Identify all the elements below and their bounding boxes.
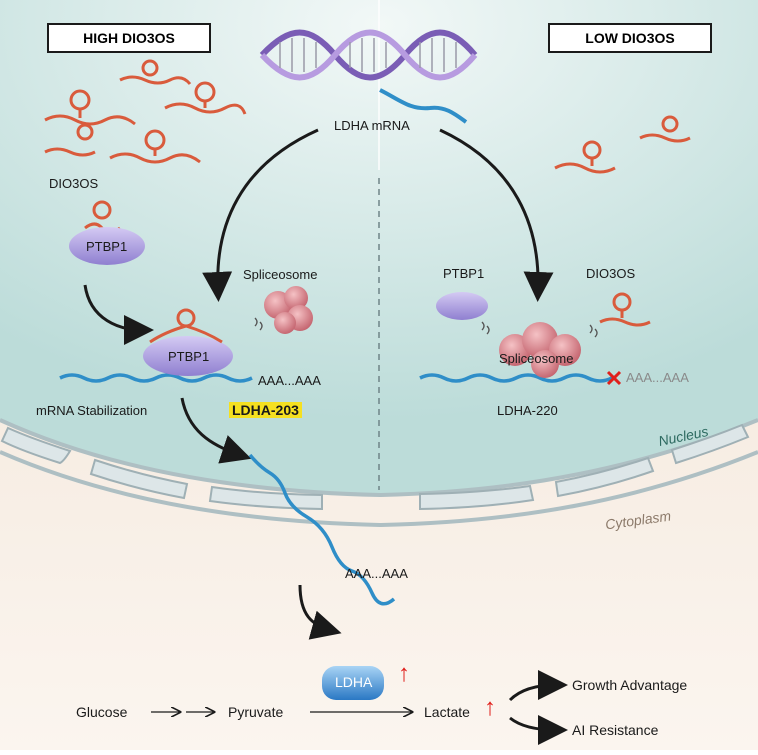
inner-envelope — [0, 450, 758, 528]
ptbp1-left-label: PTBP1 — [86, 239, 128, 254]
lactate-up-arrow: ↑ — [484, 694, 496, 721]
mrna-cytoplasm — [248, 453, 396, 606]
pyruvate-label: Pyruvate — [228, 704, 284, 720]
dio3os-right-label: DIO3OS — [586, 266, 636, 281]
ldha-mrna-label: LDHA mRNA — [334, 118, 410, 133]
ldha-203-label: LDHA-203 — [229, 402, 302, 418]
ptbp1-bound-blob — [143, 336, 233, 376]
arrow-mrna-low — [439, 128, 554, 302]
polya-right-label: AAA...AAA — [626, 370, 689, 385]
ldha-220-label: LDHA-220 — [497, 403, 558, 418]
ldha-protein-blob — [322, 666, 384, 700]
dio3os-on-ptbp1 — [149, 308, 223, 344]
arrow-mrna-high — [202, 128, 319, 302]
spliceosome-right-complex — [499, 322, 581, 378]
spliceosome-right-label: Spliceosome — [499, 351, 574, 366]
high-dio3os-label: HIGH DIO3OS — [47, 23, 211, 53]
cross-mark-icon — [606, 370, 622, 386]
dio3os-rna-cluster-right — [554, 115, 691, 338]
spliceosome-left — [254, 286, 313, 334]
mrna-right — [419, 373, 613, 383]
ptbp1-left-blob — [69, 227, 145, 265]
glucose-label: Glucose — [76, 704, 128, 720]
dna-helix — [259, 29, 478, 124]
spliceosome-left-label: Spliceosome — [243, 267, 318, 282]
nuclear-pore-segments — [0, 423, 750, 511]
growth-advantage-label: Growth Advantage — [572, 677, 688, 693]
low-dio3os-label: LOW DIO3OS — [548, 23, 712, 53]
mrna-stabilization-label: mRNA Stabilization — [36, 403, 148, 418]
ptbp1-right-motion — [481, 321, 490, 335]
dio3os-left-label: DIO3OS — [49, 176, 99, 191]
polya-cyto-label: AAA...AAA — [345, 566, 408, 581]
arrow-to-ldha — [298, 584, 342, 640]
ai-resistance-label: AI Resistance — [572, 722, 659, 738]
polya-left-label: AAA...AAA — [258, 373, 321, 388]
lactate-label: Lactate — [424, 704, 470, 720]
dio3os-rna-cluster-left — [44, 59, 247, 164]
ldha-protein-label: LDHA — [335, 674, 373, 690]
arrow-to-cytoplasm — [180, 397, 252, 464]
ptbp1-right-label: PTBP1 — [443, 266, 485, 281]
arrow-growth — [508, 670, 568, 702]
ptbp1-bound-label: PTBP1 — [168, 349, 210, 364]
ptbp1-right-blob — [436, 292, 488, 320]
arrow-ptbp1-to-mrna — [83, 284, 154, 345]
ldha-up-arrow: ↑ — [398, 660, 410, 687]
arrow-resistance — [509, 714, 568, 745]
mrna-left — [59, 373, 253, 383]
